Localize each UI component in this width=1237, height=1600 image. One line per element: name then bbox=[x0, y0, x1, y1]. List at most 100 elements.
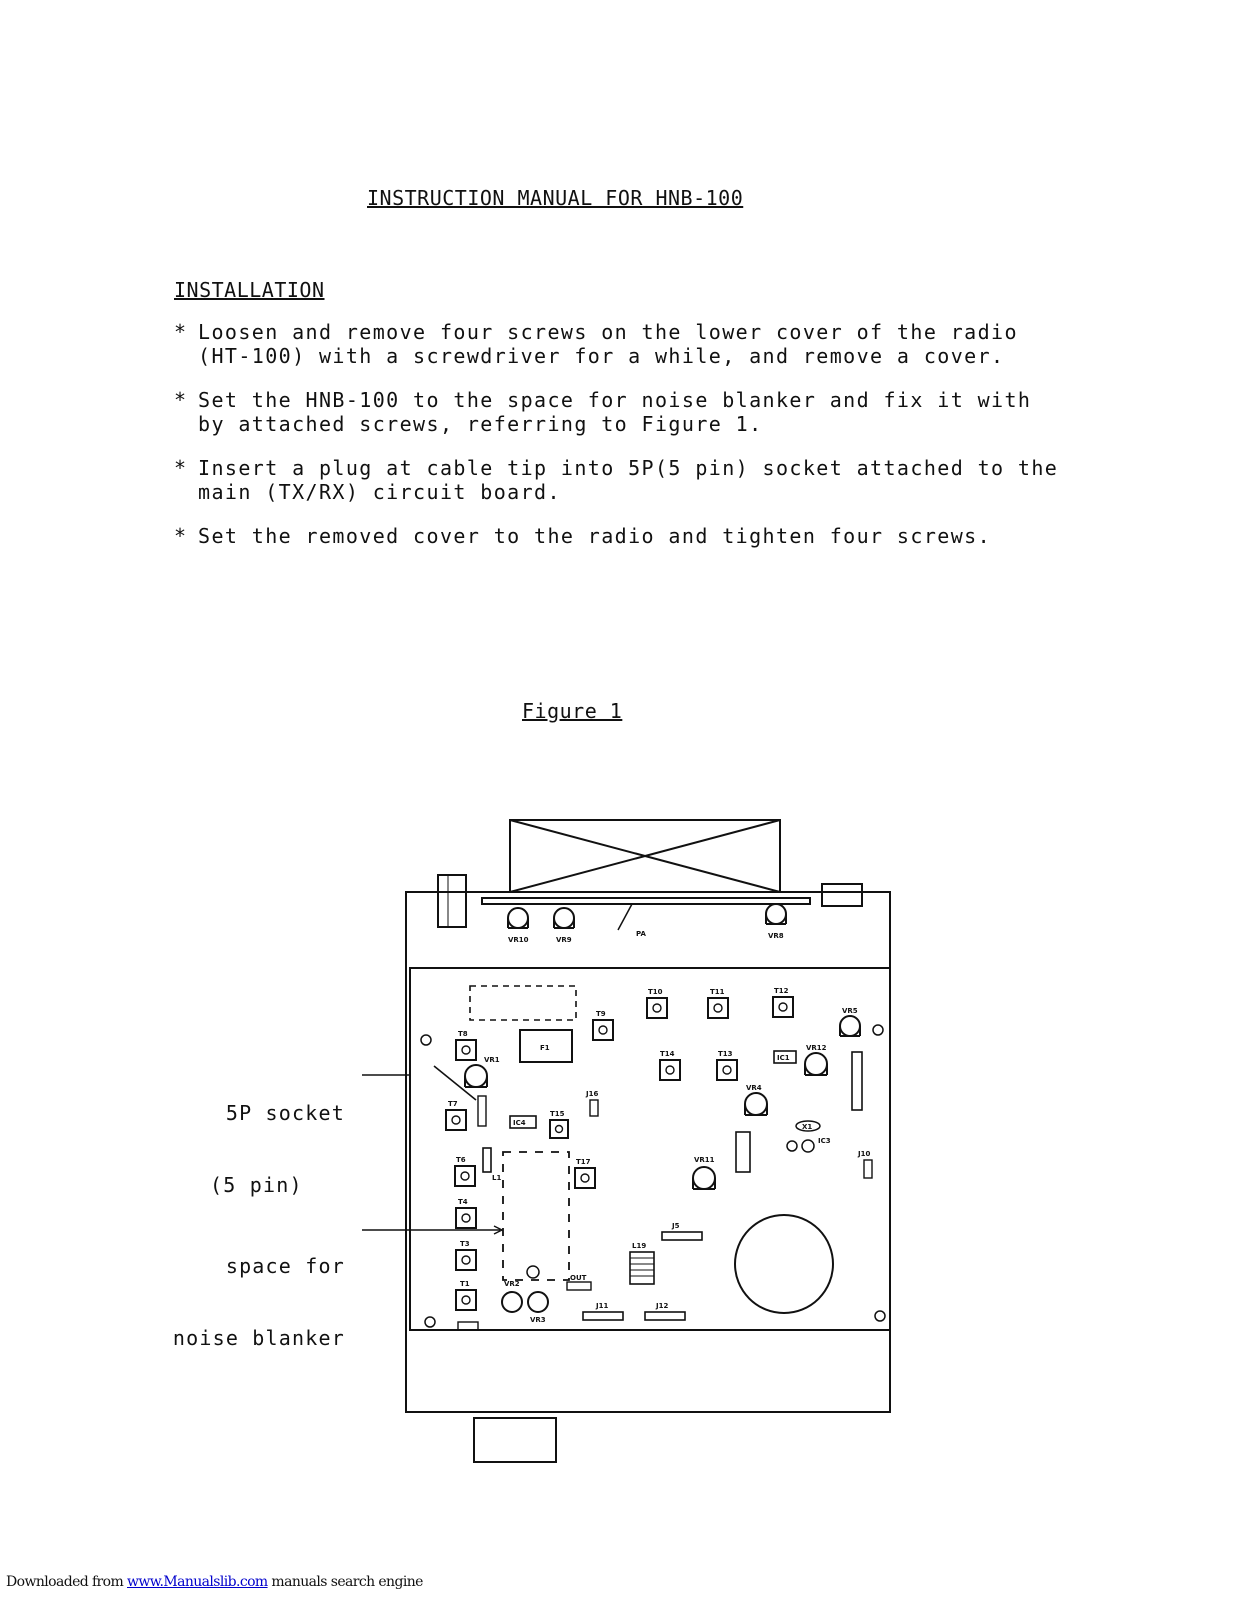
label-j12: J12 bbox=[655, 1302, 668, 1310]
coil-t17 bbox=[574, 1167, 596, 1189]
coil-t9 bbox=[592, 1019, 614, 1041]
step-bullet: * bbox=[174, 320, 188, 344]
callout-space-line1: space for bbox=[225, 1254, 345, 1278]
installation-steps: * Loosen and remove four screws on the l… bbox=[174, 320, 1174, 568]
label-t14: T14 bbox=[660, 1050, 675, 1058]
label-ic3: IC3 bbox=[818, 1137, 831, 1145]
trimmer-vr1 bbox=[464, 1064, 488, 1088]
label-t8: T8 bbox=[458, 1030, 468, 1038]
callout-space-line2: noise blanker bbox=[172, 1326, 345, 1350]
footer: Downloaded from www.Manualslib.com manua… bbox=[6, 1574, 423, 1590]
fuse-f1 bbox=[519, 1029, 573, 1063]
coil-t15 bbox=[549, 1119, 569, 1139]
chip-ic3 bbox=[801, 1139, 815, 1153]
label-j5: J5 bbox=[671, 1222, 680, 1230]
label-vr9: VR9 bbox=[556, 936, 572, 944]
label-t4: T4 bbox=[458, 1198, 468, 1206]
label-t1: T1 bbox=[460, 1280, 470, 1288]
label-vr10: VR10 bbox=[508, 936, 529, 944]
connector-out bbox=[566, 1281, 592, 1291]
noise-blanker-space bbox=[502, 1151, 570, 1281]
label-t11: T11 bbox=[710, 988, 725, 996]
step-item: * Set the HNB-100 to the space for noise… bbox=[174, 388, 1174, 436]
chip-ic1 bbox=[773, 1050, 797, 1064]
coil-t12 bbox=[772, 996, 794, 1018]
label-vr1: VR1 bbox=[484, 1056, 500, 1064]
trimmer-vr11 bbox=[692, 1166, 716, 1190]
trimmer-vr10 bbox=[507, 907, 529, 929]
label-j16: J16 bbox=[585, 1090, 598, 1098]
connector-j12 bbox=[644, 1311, 686, 1321]
trimmer-vr5 bbox=[839, 1015, 861, 1037]
label-t13: T13 bbox=[718, 1050, 733, 1058]
label-vr8: VR8 bbox=[768, 932, 784, 940]
callout-5p-socket: 5P socket (5 pin) bbox=[200, 1053, 345, 1221]
trimmer-vr4 bbox=[744, 1092, 768, 1116]
trimmer-vr12 bbox=[804, 1052, 828, 1076]
footer-link[interactable]: www.Manualslib.com bbox=[127, 1574, 268, 1590]
label-t12: T12 bbox=[774, 987, 789, 995]
coil-t1 bbox=[455, 1289, 477, 1311]
step-bullet: * bbox=[174, 388, 188, 412]
coil-t11 bbox=[707, 997, 729, 1019]
chassis-tab-left bbox=[437, 874, 467, 928]
callout-socket-line2: (5 pin) bbox=[210, 1173, 303, 1197]
label-vr5: VR5 bbox=[842, 1007, 858, 1015]
label-t9: T9 bbox=[596, 1010, 606, 1018]
step-item: * Set the removed cover to the radio and… bbox=[174, 524, 1174, 548]
chip-ic4 bbox=[509, 1115, 537, 1129]
step-bullet: * bbox=[174, 524, 188, 548]
coil-t8 bbox=[455, 1039, 477, 1061]
step-text: Insert a plug at cable tip into 5P(5 pin… bbox=[198, 456, 1059, 504]
component-l1 bbox=[482, 1147, 492, 1173]
chip-vertical bbox=[735, 1131, 751, 1173]
section-heading: INSTALLATION bbox=[174, 278, 325, 302]
coil-t3 bbox=[455, 1249, 477, 1271]
step-text: Set the removed cover to the radio and t… bbox=[198, 524, 992, 548]
label-j10: J10 bbox=[857, 1150, 870, 1158]
main-circuit-board bbox=[409, 967, 891, 1331]
label-t3: T3 bbox=[460, 1240, 470, 1248]
label-t17: T17 bbox=[576, 1158, 591, 1166]
coil-t6 bbox=[454, 1165, 476, 1187]
label-f1: F1 bbox=[540, 1044, 550, 1052]
step-text: Set the HNB-100 to the space for noise b… bbox=[198, 388, 1032, 436]
label-x1: X1 bbox=[802, 1123, 812, 1131]
label-ic4: IC4 bbox=[513, 1119, 526, 1127]
jumper-j16 bbox=[589, 1099, 599, 1117]
connector-bottom-left bbox=[457, 1321, 479, 1331]
dashed-area-top bbox=[469, 985, 577, 1021]
label-out: OUT bbox=[570, 1274, 587, 1282]
footer-suffix: manuals search engine bbox=[267, 1574, 423, 1590]
connector-j11 bbox=[582, 1311, 624, 1321]
label-vr2: VR2 bbox=[504, 1280, 520, 1288]
coil-t10 bbox=[646, 997, 668, 1019]
jumper-j10 bbox=[863, 1159, 873, 1179]
mount-hole-icon bbox=[872, 1024, 884, 1036]
mount-hole-icon bbox=[420, 1034, 432, 1046]
label-vr12: VR12 bbox=[806, 1044, 827, 1052]
trimmer-vr8 bbox=[765, 903, 787, 925]
label-ic1: IC1 bbox=[777, 1054, 790, 1062]
label-l19: L19 bbox=[632, 1242, 646, 1250]
label-l1: L1 bbox=[492, 1174, 501, 1182]
transistor-small bbox=[786, 1140, 798, 1152]
top-connector-box bbox=[509, 819, 781, 893]
connector-right-vertical bbox=[851, 1051, 863, 1111]
label-t10: T10 bbox=[648, 988, 663, 996]
label-t15: T15 bbox=[550, 1110, 565, 1118]
coil-t7 bbox=[445, 1109, 467, 1131]
speaker-circle bbox=[734, 1214, 834, 1314]
coil-t13 bbox=[716, 1059, 738, 1081]
trimmer-vr2 bbox=[501, 1291, 523, 1313]
callout-noise-blanker-space: space for noise blanker bbox=[160, 1206, 345, 1374]
connector-j5 bbox=[661, 1231, 703, 1241]
footer-prefix: Downloaded from bbox=[6, 1574, 127, 1590]
trimmer-vr3 bbox=[527, 1291, 549, 1313]
label-pa: PA bbox=[636, 930, 646, 938]
trimmer-vr9 bbox=[553, 907, 575, 929]
step-text: Loosen and remove four screws on the low… bbox=[198, 320, 1018, 368]
document-title: INSTRUCTION MANUAL FOR HNB-100 bbox=[367, 186, 744, 210]
label-vr4: VR4 bbox=[746, 1084, 762, 1092]
label-vr11: VR11 bbox=[694, 1156, 715, 1164]
